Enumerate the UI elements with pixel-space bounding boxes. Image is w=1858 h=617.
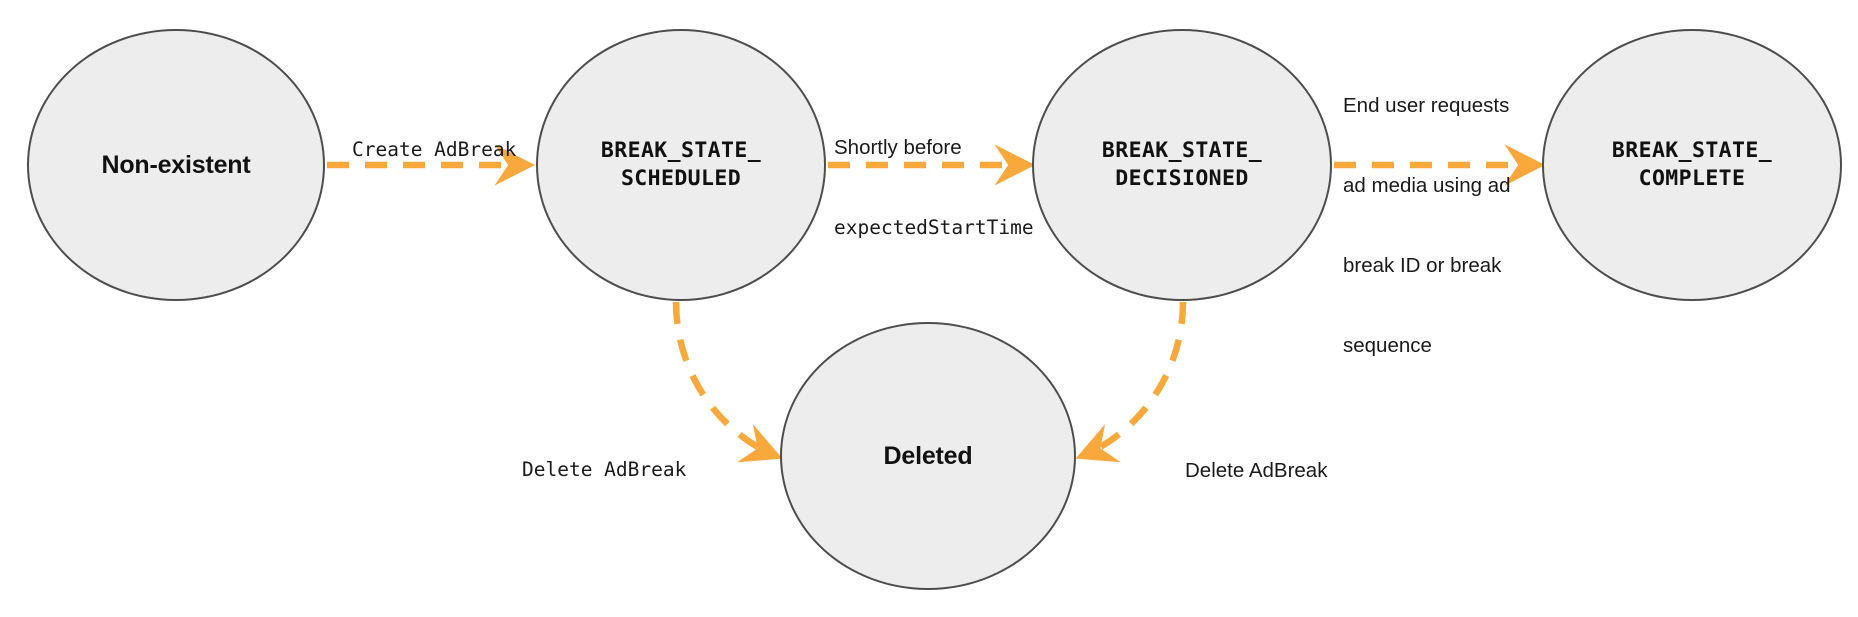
edge-delete-from-decisioned xyxy=(1075,301,1187,463)
edge-label-create-adbreak: Create AdBreak xyxy=(352,86,516,213)
state-node-label: Non-existent xyxy=(101,151,251,179)
state-node-label: Deleted xyxy=(883,442,973,470)
edge-label-line: Delete AdBreak xyxy=(1185,459,1328,483)
edge-label-shortly-before: Shortly before expectedStartTime xyxy=(834,82,1034,294)
state-node-label-group: BREAK_STATE_ SCHEDULED xyxy=(601,137,761,192)
state-node-non-existent[interactable]: Non-existent xyxy=(27,29,325,301)
edge-delete-from-scheduled xyxy=(672,301,783,463)
edge-label-delete-adbreak-left: Delete AdBreak xyxy=(522,406,686,533)
edge-label-end-user-requests: End user requests ad media using ad brea… xyxy=(1343,40,1511,413)
state-node-label-line-1: BREAK_STATE_ xyxy=(1101,138,1263,164)
edge-label-line-4: sequence xyxy=(1343,334,1432,358)
edge-label-line-1: Shortly before xyxy=(834,136,962,160)
state-node-deleted[interactable]: Deleted xyxy=(780,322,1076,590)
state-node-label-group: BREAK_STATE_ COMPLETE xyxy=(1612,137,1772,192)
state-node-label-line-1: BREAK_STATE_ xyxy=(600,138,762,164)
state-node-break-state-scheduled[interactable]: BREAK_STATE_ SCHEDULED xyxy=(536,29,826,301)
state-node-break-state-decisioned[interactable]: BREAK_STATE_ DECISIONED xyxy=(1032,29,1332,301)
edge-label-delete-adbreak-right: Delete AdBreak xyxy=(1185,405,1327,538)
state-node-break-state-complete[interactable]: BREAK_STATE_ COMPLETE xyxy=(1542,29,1842,301)
state-node-label-group: BREAK_STATE_ DECISIONED xyxy=(1102,137,1262,192)
state-node-label-line-2: DECISIONED xyxy=(1115,166,1249,191)
state-node-label-line-2: COMPLETE xyxy=(1638,166,1746,191)
edge-label-line-3: break ID or break xyxy=(1343,254,1502,278)
edge-label-line-1: End user requests xyxy=(1343,94,1510,118)
state-node-label-line-1: BREAK_STATE_ xyxy=(1611,138,1773,164)
edge-label-line: Delete AdBreak xyxy=(522,457,687,481)
state-node-label-line-2: SCHEDULED xyxy=(620,166,742,191)
edge-label-line-2: expectedStartTime xyxy=(834,216,1034,240)
edge-label-line-2: ad media using ad xyxy=(1343,174,1511,198)
edge-label-line: Create AdBreak xyxy=(352,137,517,161)
